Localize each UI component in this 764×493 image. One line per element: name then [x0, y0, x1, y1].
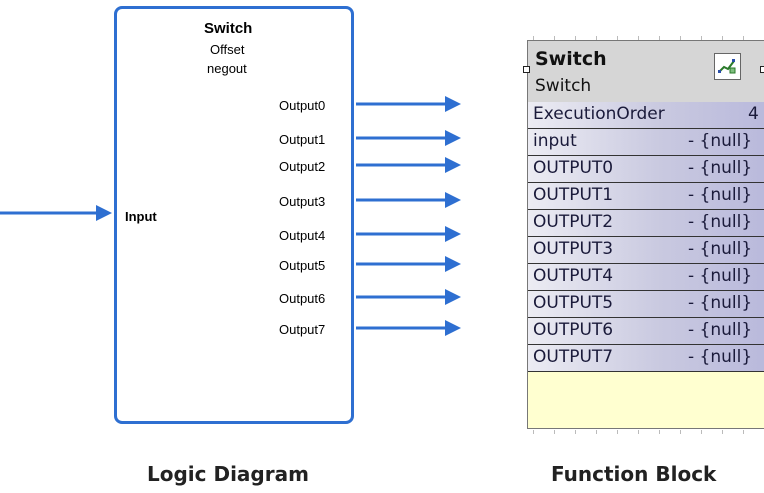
- fb-row-output0[interactable]: OUTPUT0 - {null}: [528, 156, 764, 183]
- fb-row-name: OUTPUT5: [533, 293, 614, 313]
- fb-row-output3[interactable]: OUTPUT3 - {null}: [528, 237, 764, 264]
- output-arrow-0-arrowhead: [445, 96, 461, 112]
- grid-tick: [722, 430, 723, 434]
- function-block-rows: ExecutionOrder 4 input - {null} OUTPUT0 - {nu…: [528, 102, 764, 372]
- output-connector-handle[interactable]: [760, 66, 764, 73]
- fb-row-value: - {null}: [688, 293, 753, 313]
- output-arrow-5-arrowhead: [445, 256, 461, 272]
- caption-logic-diagram: Logic Diagram: [147, 462, 309, 486]
- fb-row-name: OUTPUT4: [533, 266, 614, 286]
- logic-output-label: Output5: [279, 258, 326, 273]
- grid-tick: [743, 36, 744, 40]
- logic-output-label: Output6: [279, 291, 326, 306]
- fb-row-output2[interactable]: OUTPUT2 - {null}: [528, 210, 764, 237]
- grid-tick: [596, 430, 597, 434]
- output-arrow-3-arrowhead: [445, 192, 461, 208]
- fb-row-name: OUTPUT0: [533, 158, 614, 178]
- output-arrow-1-arrowhead: [445, 130, 461, 146]
- output-arrow-7-arrowhead: [445, 320, 461, 336]
- logic-block-title: Switch: [204, 20, 253, 37]
- grid-tick: [617, 430, 618, 434]
- fb-row-value: - {null}: [688, 266, 753, 286]
- grid-tick: [533, 430, 534, 434]
- fb-row-name: OUTPUT1: [533, 185, 614, 205]
- function-block-subtitle: Switch: [535, 76, 592, 96]
- logic-input-label: Input: [125, 209, 157, 224]
- fb-row-output6[interactable]: OUTPUT6 - {null}: [528, 318, 764, 345]
- logic-output-label: Output2: [279, 159, 326, 174]
- output-arrow-6-arrowhead: [445, 289, 461, 305]
- fb-row-output1[interactable]: OUTPUT1 - {null}: [528, 183, 764, 210]
- logic-output-label: Output4: [279, 228, 326, 243]
- fb-row-input[interactable]: input - {null}: [528, 129, 764, 156]
- output-arrow-4-arrowhead: [445, 226, 461, 242]
- grid-tick: [659, 430, 660, 434]
- function-block-header: Switch Switch: [528, 41, 764, 103]
- grid-tick: [638, 430, 639, 434]
- input-connector-handle[interactable]: [523, 66, 530, 73]
- fb-row-output4[interactable]: OUTPUT4 - {null}: [528, 264, 764, 291]
- grid-tick: [680, 36, 681, 40]
- fb-row-value: - {null}: [688, 131, 753, 151]
- fb-row-executionorder[interactable]: ExecutionOrder 4: [528, 102, 764, 129]
- grid-tick: [659, 36, 660, 40]
- fb-row-name: OUTPUT3: [533, 239, 614, 259]
- logic-output-label: Output0: [279, 98, 326, 113]
- logic-output-label: Output3: [279, 194, 326, 209]
- fb-row-value: - {null}: [688, 347, 753, 367]
- grid-tick: [722, 36, 723, 40]
- grid-tick: [617, 36, 618, 40]
- fb-row-output5[interactable]: OUTPUT5 - {null}: [528, 291, 764, 318]
- fb-row-name: OUTPUT6: [533, 320, 614, 340]
- fb-row-value: - {null}: [688, 239, 753, 259]
- grid-tick: [701, 430, 702, 434]
- fb-row-value: - {null}: [688, 212, 753, 232]
- output-arrow-2-arrowhead: [445, 157, 461, 173]
- grid-tick: [638, 36, 639, 40]
- grid-tick: [596, 36, 597, 40]
- input-arrow-arrowhead: [96, 205, 112, 221]
- caption-function-block: Function Block: [551, 462, 717, 486]
- grid-tick: [743, 430, 744, 434]
- fb-row-value: 4: [748, 104, 759, 124]
- logic-output-label: Output7: [279, 322, 326, 337]
- logic-output-label: Output1: [279, 132, 326, 147]
- fb-row-name: input: [533, 131, 577, 151]
- fb-row-value: - {null}: [688, 185, 753, 205]
- fb-row-value: - {null}: [688, 158, 753, 178]
- fb-row-value: - {null}: [688, 320, 753, 340]
- grid-tick: [575, 36, 576, 40]
- grid-tick: [533, 36, 534, 40]
- function-block[interactable]: Switch Switch ExecutionOrder 4 input - {nul…: [527, 40, 764, 429]
- logic-block-negout-label: negout: [207, 61, 247, 76]
- function-block-title: Switch: [535, 48, 607, 70]
- grid-tick: [575, 430, 576, 434]
- logic-block-offset-label: Offset: [210, 42, 245, 57]
- fb-row-output7[interactable]: OUTPUT7 - {null}: [528, 345, 764, 372]
- grid-tick: [554, 36, 555, 40]
- fb-row-name: OUTPUT2: [533, 212, 614, 232]
- grid-tick: [554, 430, 555, 434]
- fb-row-name: OUTPUT7: [533, 347, 614, 367]
- grid-tick: [680, 430, 681, 434]
- grid-tick: [701, 36, 702, 40]
- function-block-chart-icon: [714, 53, 741, 80]
- fb-row-name: ExecutionOrder: [533, 104, 665, 124]
